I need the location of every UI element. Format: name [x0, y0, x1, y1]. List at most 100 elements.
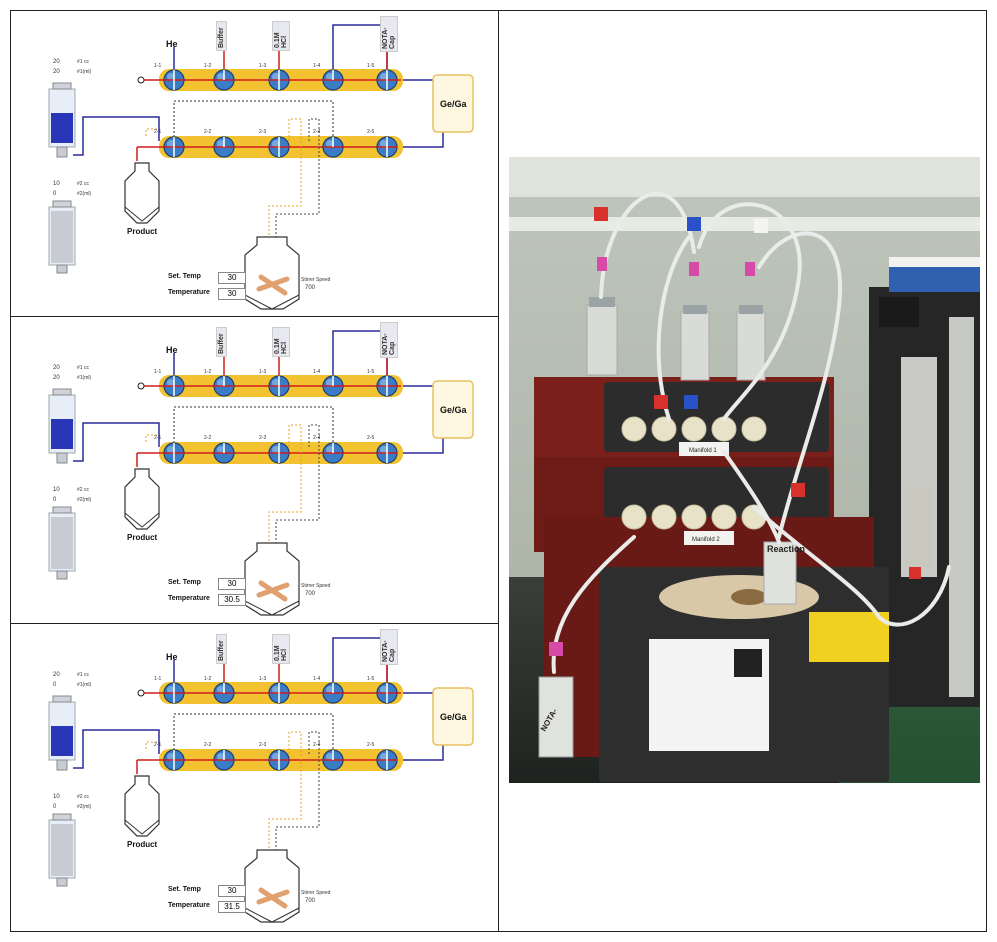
manifold2-plate-label: Manifold 2	[692, 537, 720, 543]
valve-1-3[interactable]	[268, 69, 290, 91]
manifold-2-port-4: 2-4	[313, 742, 321, 748]
temperature-label: Temperature	[168, 289, 210, 296]
valve-2-5[interactable]	[376, 749, 398, 771]
manifold-1-port-2: 1-2	[204, 369, 212, 375]
syringe-1-volume-unit: #1 cc	[77, 59, 89, 65]
syringe-2-volume-unit: #2 cc	[77, 794, 89, 800]
valve-1-1[interactable]	[163, 69, 185, 91]
reagent-label-3: NOTA-Cap	[380, 16, 398, 52]
syringe-1-fill	[51, 726, 73, 756]
product-vial	[124, 468, 160, 530]
set-temp-label: Set. Temp	[168, 579, 201, 586]
generator-label: Ge/Ga	[440, 405, 467, 415]
product-vial	[124, 775, 160, 837]
manifold-2-port-4: 2-4	[313, 435, 321, 441]
manifold-1-port-3: 1-3	[259, 63, 267, 69]
syringe-2-volume-unit: #2 cc	[77, 181, 89, 187]
manifold-1-port-3: 1-3	[259, 369, 267, 375]
device-photo: Reaction Manifold 1 Manifold 2 NOTA-	[509, 157, 980, 783]
valve-2-2[interactable]	[213, 136, 235, 158]
syringe-2-flow: 0	[53, 804, 57, 810]
valve-2-3[interactable]	[268, 136, 290, 158]
temperature-label: Temperature	[168, 595, 210, 602]
manifold-2-port-1: 2-1	[154, 129, 162, 135]
valve-2-1[interactable]	[163, 749, 185, 771]
syringe-1-flow-unit: #1(ml)	[77, 69, 92, 75]
syringe-1-flow-unit: #1(ml)	[77, 375, 92, 381]
row-divider-2	[10, 623, 499, 624]
valve-1-3[interactable]	[268, 375, 290, 397]
valve-2-1[interactable]	[163, 442, 185, 464]
manifold-1-port-5: 1-5	[367, 63, 375, 69]
valve-2-3[interactable]	[268, 749, 290, 771]
valve-1-5[interactable]	[376, 69, 398, 91]
valve-2-2[interactable]	[213, 442, 235, 464]
valve-2-2[interactable]	[213, 749, 235, 771]
manifold-2-port-5: 2-5	[367, 129, 375, 135]
manifold-1-port-1: 1-1	[154, 676, 162, 682]
valve-2-4[interactable]	[322, 749, 344, 771]
device-photo-illustration: Reaction Manifold 1 Manifold 2 NOTA-	[509, 157, 980, 783]
syringe-1-flow-unit: #1(ml)	[77, 682, 92, 688]
valve-1-2[interactable]	[213, 682, 235, 704]
stirrer-bar	[256, 580, 290, 602]
reagent-label-3: NOTA-Cap	[380, 322, 398, 358]
syringe-2-volume: 10	[53, 794, 60, 800]
syringe-1-volume: 20	[53, 672, 60, 678]
manifold-2-port-2: 2-2	[204, 435, 212, 441]
valve-1-1[interactable]	[163, 375, 185, 397]
manifold-1-port-3: 1-3	[259, 676, 267, 682]
manifold-2-port-5: 2-5	[367, 742, 375, 748]
syringe-1-flow: 20	[53, 375, 60, 381]
valve-1-5[interactable]	[376, 375, 398, 397]
reagent-label-3: NOTA-Cap	[380, 629, 398, 665]
manifold-2-port-2: 2-2	[204, 129, 212, 135]
reagent-label-1: Buffer	[216, 21, 227, 51]
manifold-1-port-4: 1-4	[313, 676, 321, 682]
manifold-1-port-4: 1-4	[313, 63, 321, 69]
generator-label: Ge/Ga	[440, 712, 467, 722]
valve-2-5[interactable]	[376, 136, 398, 158]
valve-1-4[interactable]	[322, 69, 344, 91]
reaction-vial-label: Reaction	[767, 544, 805, 554]
set-temp-label: Set. Temp	[168, 273, 201, 280]
syringe-2-flow: 0	[53, 497, 57, 503]
valve-1-2[interactable]	[213, 375, 235, 397]
syringe-2-volume: 10	[53, 181, 60, 187]
valve-1-1[interactable]	[163, 682, 185, 704]
stirrer-bar	[256, 887, 290, 909]
manifold-1-port-4: 1-4	[313, 369, 321, 375]
generator-box	[432, 74, 474, 133]
valve-2-1[interactable]	[163, 136, 185, 158]
reagent-label-2: 0.1M HCl	[272, 327, 290, 357]
valve-2-3[interactable]	[268, 442, 290, 464]
stirrer-speed-label: Stirrer Speed	[301, 277, 331, 283]
valve-2-4[interactable]	[322, 442, 344, 464]
syringe-1-fill	[51, 113, 73, 143]
valve-1-3[interactable]	[268, 682, 290, 704]
manifold-1-port-1: 1-1	[154, 369, 162, 375]
manifold-1-port-2: 1-2	[204, 63, 212, 69]
syringe-2-flow-unit: #2(ml)	[77, 804, 92, 810]
syringe-1-fill	[51, 419, 73, 449]
syringe-2-flow-unit: #2(ml)	[77, 191, 92, 197]
generator-box	[432, 380, 474, 439]
syringe-2-flow-unit: #2(ml)	[77, 497, 92, 503]
set-temp-value: 30	[218, 272, 246, 284]
manifold-2-port-3: 2-3	[259, 435, 267, 441]
reaction-vial	[244, 236, 300, 310]
temperature-label: Temperature	[168, 902, 210, 909]
reaction-vial	[244, 542, 300, 616]
valve-2-5[interactable]	[376, 442, 398, 464]
flow-schematic	[48, 24, 474, 310]
valve-1-5[interactable]	[376, 682, 398, 704]
valve-1-4[interactable]	[322, 375, 344, 397]
valve-2-4[interactable]	[322, 136, 344, 158]
valve-1-2[interactable]	[213, 69, 235, 91]
valve-1-4[interactable]	[322, 682, 344, 704]
flow-schematic	[48, 330, 474, 616]
generator-box	[432, 687, 474, 746]
set-temp-value: 30	[218, 885, 246, 897]
